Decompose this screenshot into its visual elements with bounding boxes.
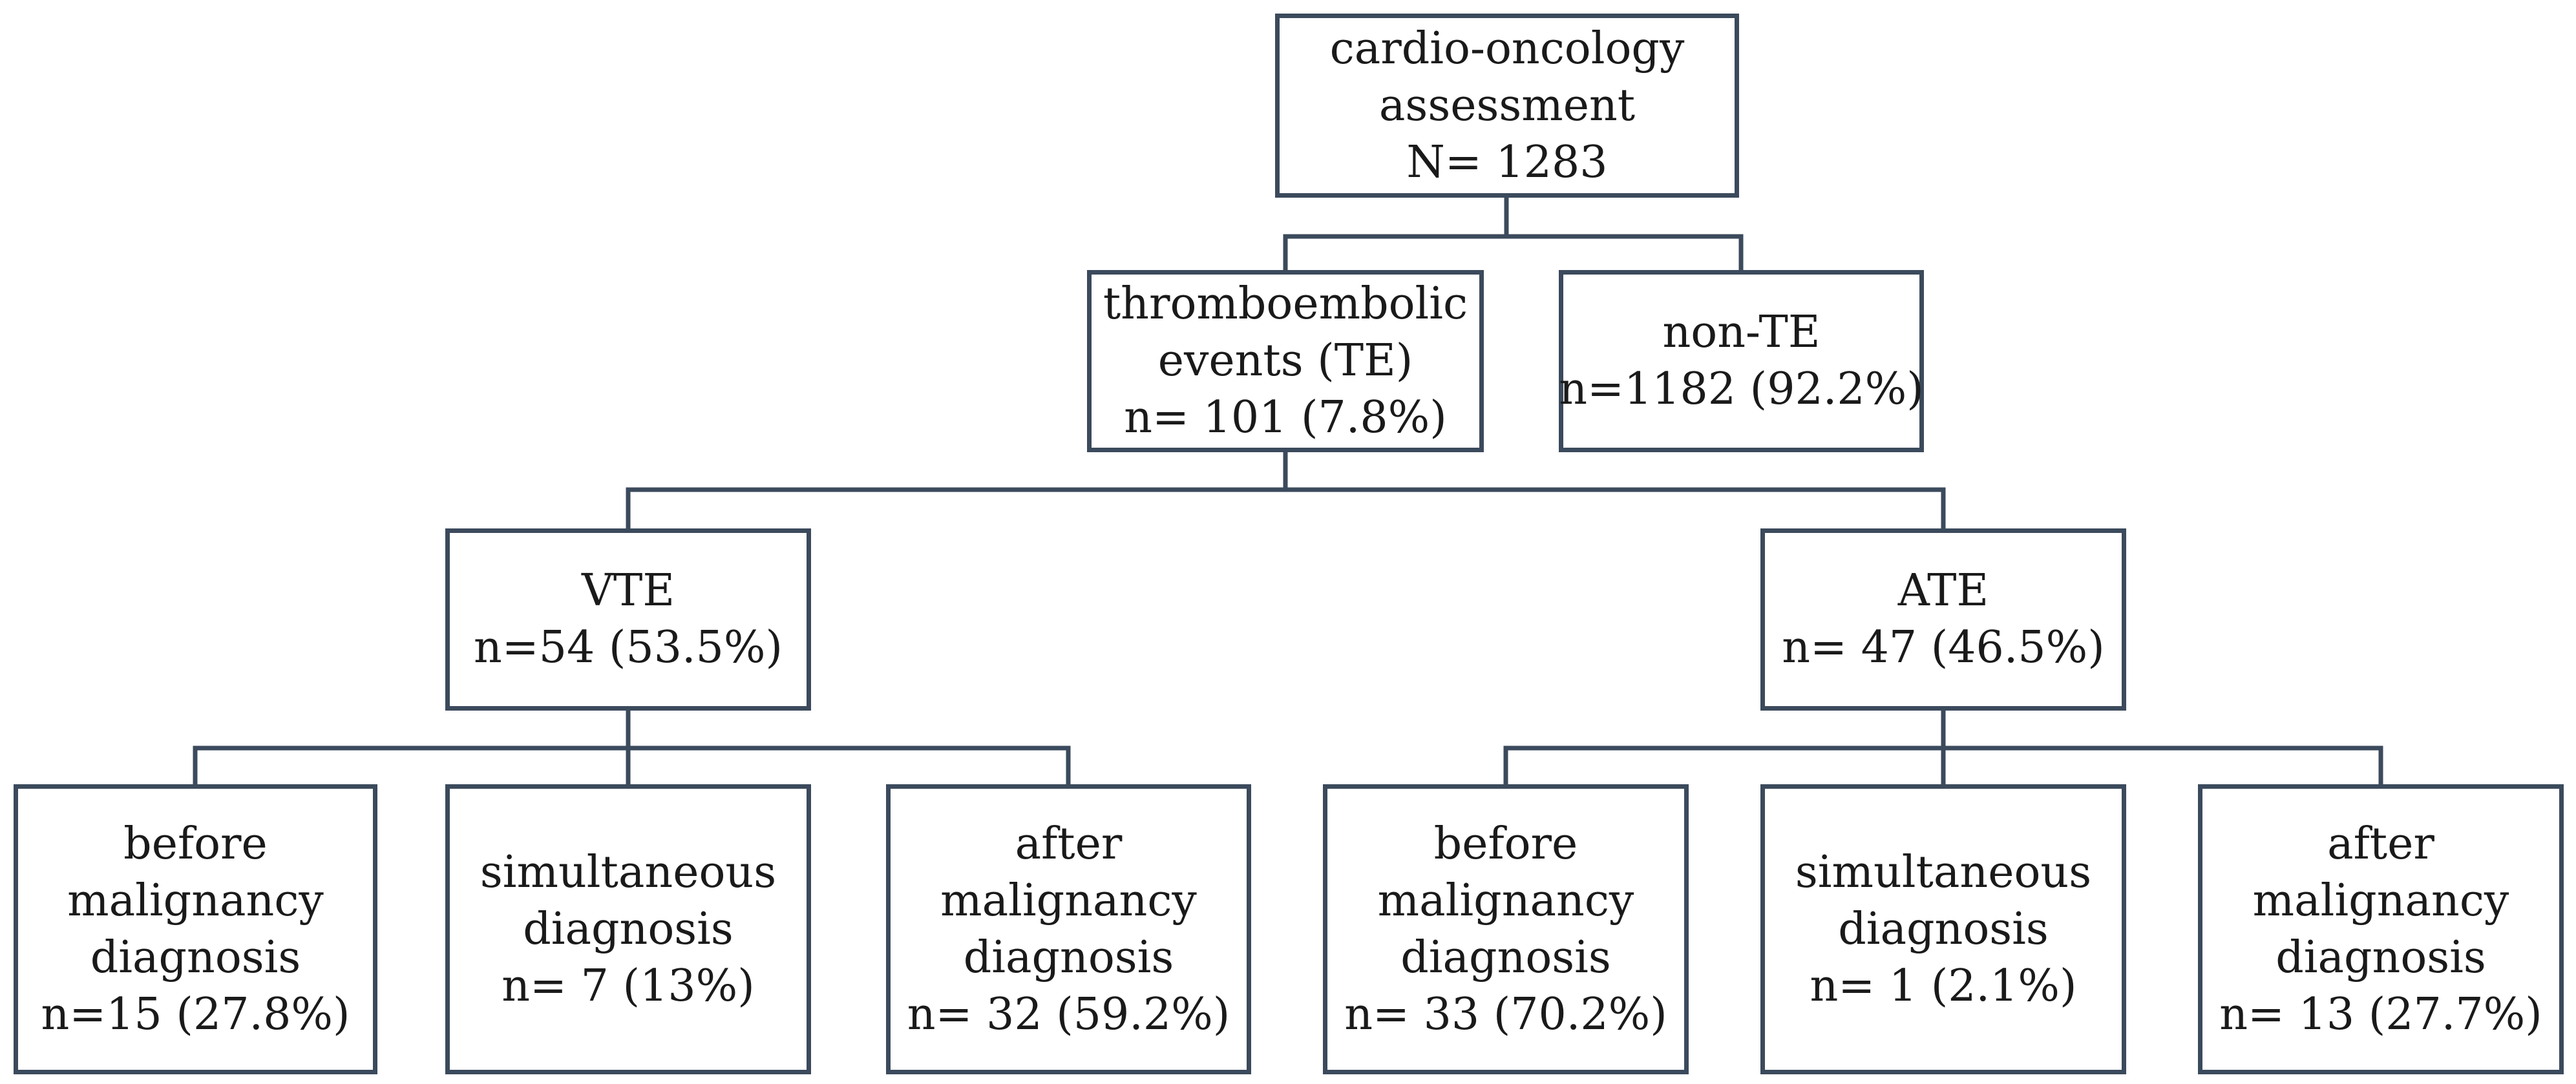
te-count: n= 101 (7.8%) <box>1124 392 1447 443</box>
connector-ate <box>1503 708 2383 787</box>
vte-before-line3: diagnosis <box>90 932 301 983</box>
vte-title: VTE <box>581 565 675 616</box>
ate-simultaneous-line2: diagnosis <box>1838 903 2049 955</box>
root-subtitle: assessment <box>1378 79 1636 131</box>
ate-after-line2: malignancy <box>2252 875 2509 926</box>
vte-after-count: n= 32 (59.2%) <box>907 988 1230 1040</box>
vte-simultaneous-line1: simultaneous <box>480 846 777 898</box>
root-count: N= 1283 <box>1406 136 1608 188</box>
vte-simultaneous-count: n= 7 (13%) <box>501 960 755 1012</box>
vte-after-line3: diagnosis <box>963 932 1174 983</box>
ate-simultaneous-line1: simultaneous <box>1795 846 2092 898</box>
ate-after-line3: diagnosis <box>2275 932 2486 983</box>
te-subtitle: events (TE) <box>1157 335 1413 386</box>
ate-after-line1: after <box>2327 818 2434 870</box>
ate-before-line2: malignancy <box>1377 875 1634 926</box>
vte-before-node: before malignancy diagnosis n=15 (27.8%) <box>14 784 377 1074</box>
non-te-node: non-TE n=1182 (92.2%) <box>1559 270 1924 452</box>
vte-before-line2: malignancy <box>67 875 324 926</box>
non-te-count: n=1182 (92.2%) <box>1559 364 1924 415</box>
ate-simultaneous-node: simultaneous diagnosis n= 1 (2.1%) <box>1760 784 2126 1074</box>
ate-before-count: n= 33 (70.2%) <box>1344 988 1667 1040</box>
vte-before-count: n=15 (27.8%) <box>41 988 350 1040</box>
te-node: thromboembolic events (TE) n= 101 (7.8%) <box>1087 270 1484 452</box>
non-te-title: non-TE <box>1662 307 1821 358</box>
ate-after-count: n= 13 (27.7%) <box>2219 988 2542 1040</box>
ate-node: ATE n= 47 (46.5%) <box>1760 528 2126 711</box>
ate-count: n= 47 (46.5%) <box>1782 622 2105 673</box>
vte-after-line1: after <box>1015 818 1123 870</box>
root-title: cardio-oncology <box>1329 23 1685 74</box>
connector-vte <box>193 708 1071 787</box>
ate-before-node: before malignancy diagnosis n= 33 (70.2%… <box>1323 784 1689 1074</box>
vte-simultaneous-line2: diagnosis <box>523 903 734 955</box>
ate-before-line1: before <box>1433 818 1578 870</box>
vte-after-node: after malignancy diagnosis n= 32 (59.2%) <box>886 784 1251 1074</box>
vte-simultaneous-node: simultaneous diagnosis n= 7 (13%) <box>445 784 811 1074</box>
vte-count: n=54 (53.5%) <box>474 622 783 673</box>
ate-after-node: after malignancy diagnosis n= 13 (27.7%) <box>2198 784 2564 1074</box>
te-title: thromboembolic <box>1103 278 1468 329</box>
vte-after-line2: malignancy <box>940 875 1197 926</box>
connector-te <box>626 450 1946 531</box>
vte-before-line1: before <box>123 818 268 870</box>
ate-simultaneous-count: n= 1 (2.1%) <box>1810 960 2077 1012</box>
root-node: cardio-oncology assessment N= 1283 <box>1275 14 1739 198</box>
ate-before-line3: diagnosis <box>1400 932 1611 983</box>
connector-root <box>1283 195 1744 273</box>
vte-node: VTE n=54 (53.5%) <box>445 528 811 711</box>
ate-title: ATE <box>1897 565 1989 616</box>
